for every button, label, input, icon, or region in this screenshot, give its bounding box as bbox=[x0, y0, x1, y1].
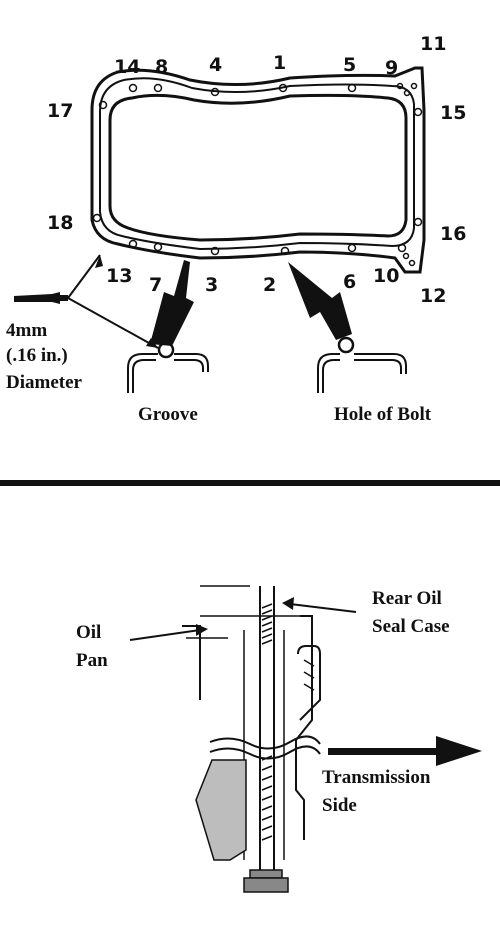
bolt-number: 2 bbox=[263, 274, 276, 296]
bolt-number: 10 bbox=[373, 265, 399, 287]
bolt-hole-arrow-icon bbox=[150, 260, 352, 346]
hole-of-bolt-label: Hole of Bolt bbox=[334, 404, 432, 425]
sealant-size-line1: 4mm bbox=[6, 320, 47, 341]
bolt-number: 3 bbox=[205, 274, 218, 296]
oil-pan-label-line2: Pan bbox=[76, 650, 108, 671]
bolt-sequence-numbers: 1 2 3 4 5 6 7 8 9 10 11 12 13 14 15 16 1… bbox=[47, 33, 466, 307]
groove-cross-section bbox=[127, 341, 209, 393]
bolt-number: 17 bbox=[47, 100, 73, 122]
transmission-label-line1: Transmission bbox=[322, 767, 431, 788]
bolt-number: 4 bbox=[209, 54, 222, 76]
sealant-size-line3: Diameter bbox=[6, 372, 83, 393]
section-divider bbox=[0, 480, 500, 486]
groove-label: Groove bbox=[138, 404, 198, 425]
bolt-number: 5 bbox=[343, 54, 356, 76]
bolt-number: 14 bbox=[114, 56, 140, 78]
oil-pan-label-line1: Oil bbox=[76, 622, 101, 643]
rear-seal-cross-section bbox=[182, 585, 321, 893]
bolt-number: 6 bbox=[343, 271, 356, 293]
bolt-number: 12 bbox=[420, 285, 446, 307]
bolt-number: 15 bbox=[440, 102, 466, 124]
bolt-number: 1 bbox=[273, 52, 286, 74]
oil-pan-outline bbox=[90, 66, 426, 274]
bottom-leader-arrows bbox=[129, 597, 357, 641]
sealant-tube-icon bbox=[14, 254, 101, 304]
bolt-number: 18 bbox=[47, 212, 73, 234]
bolt-hole-cross-section bbox=[317, 336, 407, 393]
bolt-holes bbox=[92, 82, 423, 267]
transmission-side-arrow-icon bbox=[328, 736, 482, 766]
transmission-label-line2: Side bbox=[322, 795, 357, 816]
bolt-number: 8 bbox=[155, 56, 168, 78]
bolt-number: 13 bbox=[106, 265, 132, 287]
bolt-number: 11 bbox=[420, 33, 446, 55]
bolt-number: 7 bbox=[149, 274, 162, 296]
rear-seal-label-line1: Rear Oil bbox=[372, 588, 442, 609]
sealant-size-line2: (.16 in.) bbox=[6, 345, 68, 366]
bolt-number: 9 bbox=[385, 57, 398, 79]
bolt-number: 16 bbox=[440, 223, 466, 245]
rear-seal-label-line2: Seal Case bbox=[372, 616, 450, 637]
